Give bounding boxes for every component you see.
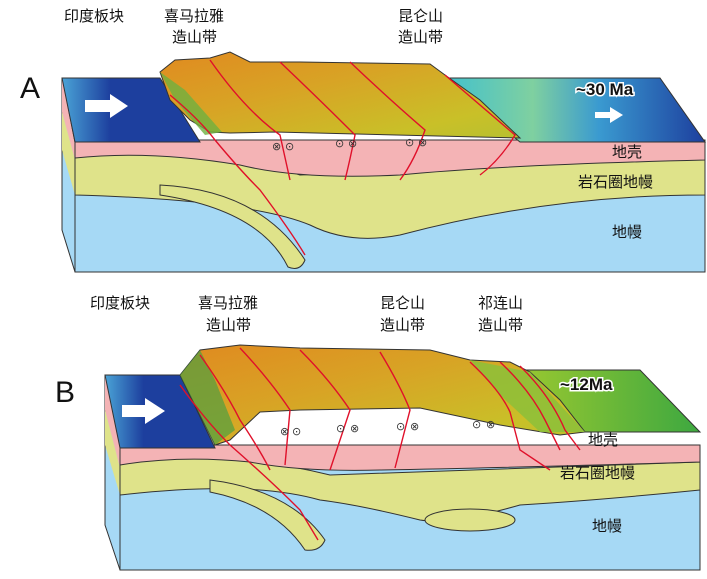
strike-slip-symbols: ⊗ ⊙ ⊙ ⊗ ⊙ ⊗ [272, 136, 427, 153]
into-page-symbol: ⊗ [280, 425, 289, 438]
label-indian-plate: 印度板块 [90, 294, 150, 312]
arrow-right-icon [85, 94, 128, 118]
crust-layer [74, 139, 706, 177]
label-himalaya-orogen: 造山带 [206, 316, 251, 334]
arrow-right-icon [595, 107, 623, 123]
out-of-page-symbol: ⊙ [405, 136, 414, 149]
side-lithosphere [105, 410, 120, 495]
side-crust [105, 375, 120, 468]
himalaya-front [160, 72, 222, 135]
side-lithosphere [62, 112, 75, 195]
label-himalaya: 喜马拉雅 [164, 7, 224, 25]
crust-layer [119, 444, 701, 471]
label-qilian: 祁连山 [478, 294, 523, 312]
into-page-symbol: ⊗ [410, 420, 419, 433]
side-crust [62, 78, 75, 160]
layer-label-lithospheric-mantle: 岩石圈地幔 [560, 464, 635, 482]
indian-ocean-surface [61, 77, 201, 143]
out-of-page-symbol: ⊙ [292, 425, 301, 438]
label-qilian-orogen: 造山带 [478, 316, 523, 334]
faults [179, 347, 581, 541]
layer-label-mantle: 地幔 [612, 223, 642, 241]
layer-label-crust: 地壳 [588, 431, 618, 449]
label-himalaya: 喜马拉雅 [198, 294, 258, 312]
out-of-page-symbol: ⊙ [285, 140, 294, 153]
into-page-symbol: ⊗ [350, 422, 359, 435]
panel-a: A 印度板块 喜马拉雅 造山带 昆仑山 造山带 ⊗ ⊙ ⊙ ⊗ ⊙ ⊗ ~30 … [20, 7, 706, 273]
strike-slip-symbols: ⊗ ⊙ ⊙ ⊗ ⊙ ⊗ ⊙ ⊗ [280, 418, 495, 438]
label-kunlun: 昆仑山 [380, 294, 425, 312]
into-page-symbol: ⊗ [272, 140, 281, 153]
qilian-topography [470, 360, 585, 432]
out-of-page-symbol: ⊙ [335, 137, 344, 150]
faults [169, 59, 516, 256]
panel-letter: B [55, 376, 75, 409]
label-kunlun-orogen: 造山带 [398, 28, 443, 46]
label-kunlun: 昆仑山 [398, 7, 443, 25]
layer-label-mantle: 地幔 [592, 517, 622, 535]
into-page-symbol: ⊗ [486, 418, 495, 431]
subducting-slab [209, 479, 326, 551]
lithosphere-layer [119, 457, 701, 522]
arrow-right-icon [122, 398, 165, 424]
himalaya-front [180, 350, 235, 445]
out-of-page-symbol: ⊙ [396, 420, 405, 433]
out-of-page-symbol: ⊙ [472, 418, 481, 431]
into-page-symbol: ⊗ [348, 137, 357, 150]
age-label: ~12Ma [560, 375, 613, 394]
subducting-slab [159, 184, 306, 269]
age-label: ~30 Ma [576, 80, 634, 99]
layer-label-crust: 地壳 [612, 143, 642, 161]
panel-b: B 印度板块 喜马拉雅 造山带 昆仑山 造山带 祁连山 造山带 ⊗ ⊙ ⊙ ⊗ … [55, 294, 702, 571]
panel-letter: A [20, 72, 40, 105]
label-kunlun-orogen: 造山带 [380, 316, 425, 334]
label-indian-plate: 印度板块 [64, 7, 124, 25]
into-page-symbol: ⊗ [418, 136, 427, 149]
out-of-page-symbol: ⊙ [336, 422, 345, 435]
layer-label-lithospheric-mantle: 岩石圈地幔 [578, 173, 653, 191]
label-himalaya-orogen: 造山带 [172, 28, 217, 46]
delaminated-block [424, 508, 516, 532]
